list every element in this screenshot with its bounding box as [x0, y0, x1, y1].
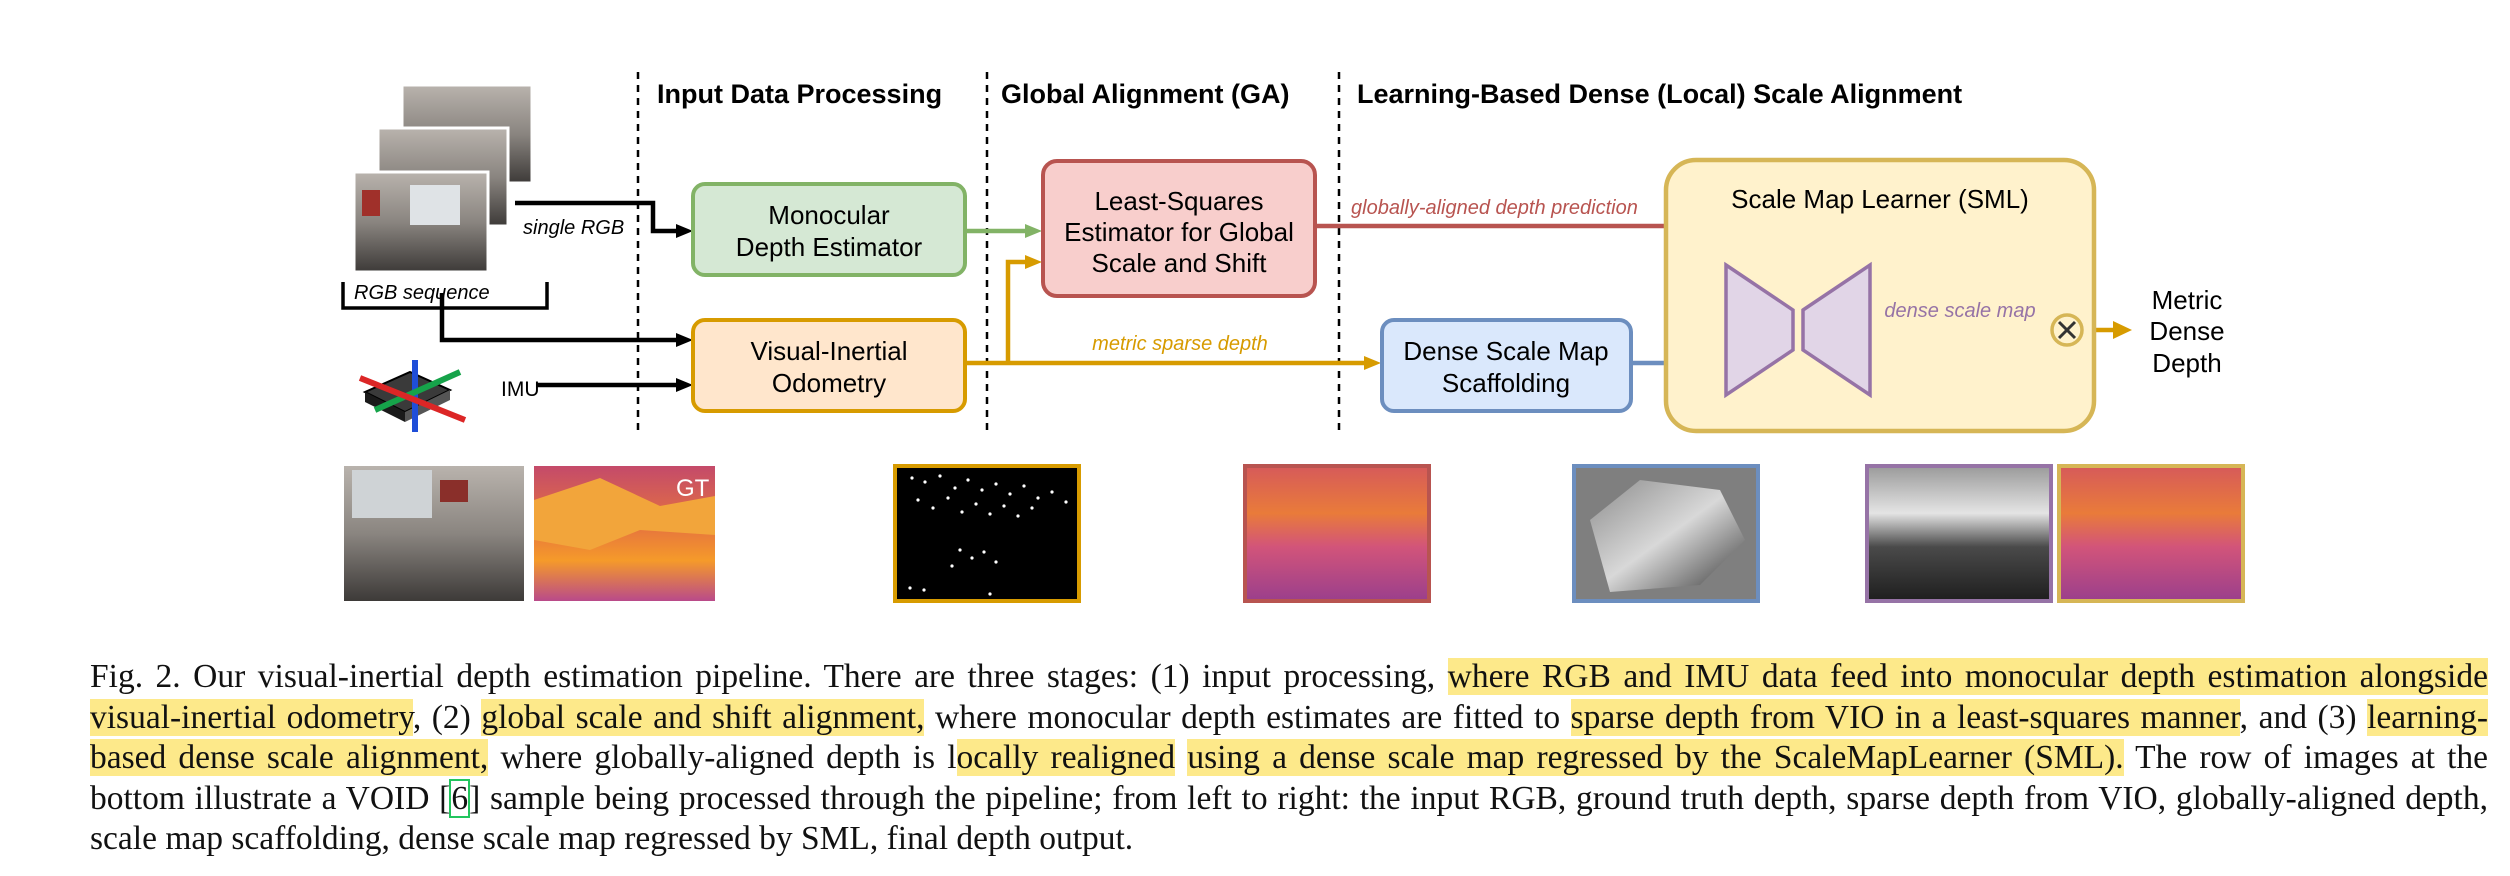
mde-label-line1: Monocular [768, 200, 890, 230]
ls-label-line1: Least-Squares [1094, 186, 1263, 216]
caption-text-8: ] sample being processed through the pip… [90, 779, 2488, 858]
output-label-line1: Metric [2152, 285, 2223, 315]
label-metric-sparse-depth: metric sparse depth [1092, 333, 1268, 355]
stage-title-input: Input Data Processing [657, 79, 942, 109]
ls-label-line3: Scale and Shift [1092, 248, 1268, 278]
caption-highlight-6: using a dense scale map regressed by the… [1187, 739, 2124, 776]
figure-caption: Fig. 2. Our visual-inertial depth estima… [90, 657, 2489, 860]
dsms-label-line1: Dense Scale Map [1403, 336, 1608, 366]
label-dense-scale-map: dense scale map [1884, 300, 2035, 322]
stage-title-sml: Learning-Based Dense (Local) Scale Align… [1357, 79, 1962, 109]
monocular-depth-estimator-box [691, 182, 967, 277]
caption-text-6 [1175, 739, 1187, 776]
sample-dense-scale-map-image [1865, 464, 2053, 603]
sample-final-depth-image [2057, 464, 2245, 603]
imu-icon [358, 360, 467, 432]
least-squares-box [1041, 159, 1317, 298]
caption-highlight-5: ocally realigned [956, 739, 1176, 776]
output-label-line3: Depth [2152, 348, 2221, 378]
sample-scale-map-scaffolding-image [1572, 464, 1760, 603]
visual-inertial-odometry-box [691, 318, 967, 413]
sample-sparse-depth-image [893, 464, 1081, 603]
sample-globally-aligned-depth-image [1243, 464, 1431, 603]
mde-label-line2: Depth Estimator [736, 232, 923, 262]
caption-text-3: where monocular depth estimates are fitt… [924, 698, 1571, 736]
caption-text-1: Fig. 2. Our visual-inertial depth estima… [90, 658, 1448, 695]
caption-highlight-2: global scale and shift alignment, [481, 698, 925, 736]
citation-link[interactable]: 6 [449, 778, 471, 818]
sample-ground-truth-image: GT [534, 466, 715, 601]
sml-encoder-shape [1724, 261, 1795, 399]
caption-text-5: where globally-aligned depth is l [488, 739, 957, 776]
caption-highlight-3: sparse depth from VIO in a least-squares… [1570, 698, 2240, 736]
sml-title: Scale Map Learner (SML) [1731, 184, 2029, 214]
vio-label-line1: Visual-Inertial [750, 336, 907, 366]
multiply-x-stroke-b [2057, 320, 2077, 340]
caption-text-7: The row of images at the bottom illustra… [90, 739, 2489, 817]
rgb-sequence-label: RGB sequence [354, 282, 490, 304]
caption-text-2: , (2) [412, 698, 482, 736]
imu-label: IMU [501, 378, 540, 401]
dsms-label-line2: Scaffolding [1442, 368, 1570, 398]
pipeline-figure: RGB sequence single RGB IMU Input Data P… [341, 72, 2245, 603]
output-label-line2: Dense [2149, 316, 2224, 346]
sample-input-rgb-image [344, 466, 524, 601]
label-ga-depth-prediction: globally-aligned depth prediction [1351, 197, 1638, 219]
dense-scale-map-scaffolding-box [1380, 318, 1633, 413]
stage-title-ga: Global Alignment (GA) [1001, 79, 1289, 109]
single-rgb-label: single RGB [523, 217, 624, 239]
ls-label-line2: Estimator for Global [1064, 217, 1294, 247]
sml-decoder-shape [1801, 261, 1872, 399]
rgb-sequence-bracket [341, 282, 549, 310]
vio-label-line2: Odometry [772, 368, 886, 398]
rgb-sequence-stack [352, 83, 534, 274]
gt-label: GT [676, 475, 710, 502]
caption-text-4: , and (3) [2239, 698, 2368, 736]
